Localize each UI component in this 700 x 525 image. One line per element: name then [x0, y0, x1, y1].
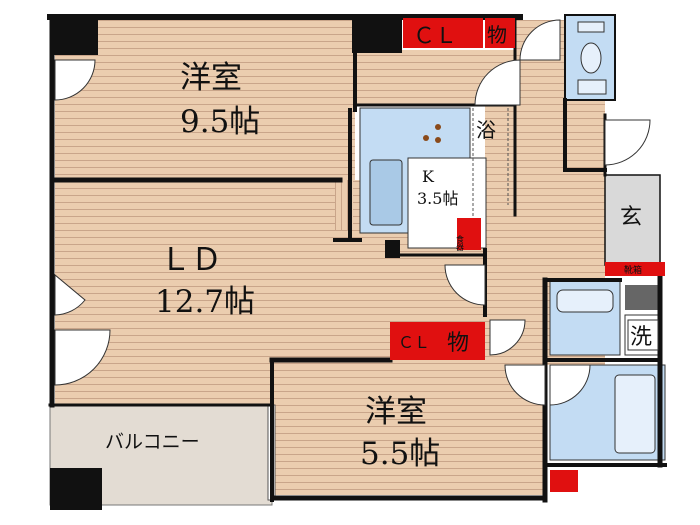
entrance-label: 玄	[620, 205, 642, 230]
door-swing	[519, 19, 561, 61]
closet-top	[403, 18, 483, 48]
toilet-basin	[577, 79, 607, 95]
room-size-western-large: 9.5帖	[180, 104, 260, 140]
toilet-bowl-icon	[580, 42, 602, 74]
room-name-balcony: バルコニー	[105, 431, 200, 453]
kitchen-sink	[369, 159, 403, 226]
toilet-tank	[577, 21, 605, 33]
cupboard-kitchen	[457, 218, 481, 250]
stove-burner-icon	[435, 137, 441, 143]
pillar	[385, 240, 400, 258]
washbasin	[556, 289, 614, 313]
stove-burner-icon	[435, 124, 441, 130]
wash-label: 洗	[630, 325, 652, 350]
door-swing	[604, 119, 651, 166]
door-swing	[474, 59, 521, 106]
shoe-box	[605, 262, 665, 276]
door-swing	[54, 59, 96, 101]
pillar	[50, 15, 98, 55]
storage-top	[485, 18, 515, 48]
storage-label-top: 物	[487, 23, 507, 47]
door-swing	[549, 364, 591, 406]
cupboard-label: 食器	[456, 234, 465, 252]
western-large-floor	[55, 20, 355, 180]
storage-mid	[445, 322, 485, 360]
dark-box	[625, 285, 660, 310]
door-swing	[54, 329, 111, 386]
closet-label-top: ＣＬ	[413, 24, 457, 49]
bathtub	[614, 374, 656, 454]
closet-label-mid: ＣＬ	[398, 333, 430, 352]
room-size-ld: 12.7帖	[155, 284, 255, 320]
pillar	[50, 468, 102, 510]
door-swing	[504, 364, 546, 406]
bath-label: 浴	[476, 118, 496, 142]
small-red-bottom	[550, 470, 578, 492]
western-small-floor	[275, 360, 545, 495]
room-size-kitchen: 3.5帖	[417, 189, 458, 208]
room-name-western-small: 洋室	[365, 394, 427, 430]
room-name-western-large: 洋室	[180, 60, 242, 96]
pillar	[352, 15, 402, 53]
room-name-ld: ＬＤ	[160, 242, 222, 278]
closet-mid	[390, 322, 445, 360]
wash-label-box	[627, 319, 659, 351]
shoe-box-label: 靴箱	[624, 264, 642, 276]
door-swing	[54, 273, 86, 316]
door-swing	[489, 319, 526, 356]
door-swing	[444, 264, 486, 306]
room-name-kitchen: K	[422, 167, 435, 186]
room-size-western-small: 5.5帖	[360, 436, 440, 472]
stove-burner-icon	[423, 135, 429, 141]
entrance-floor	[604, 174, 661, 266]
storage-label-mid: 物	[447, 331, 469, 356]
